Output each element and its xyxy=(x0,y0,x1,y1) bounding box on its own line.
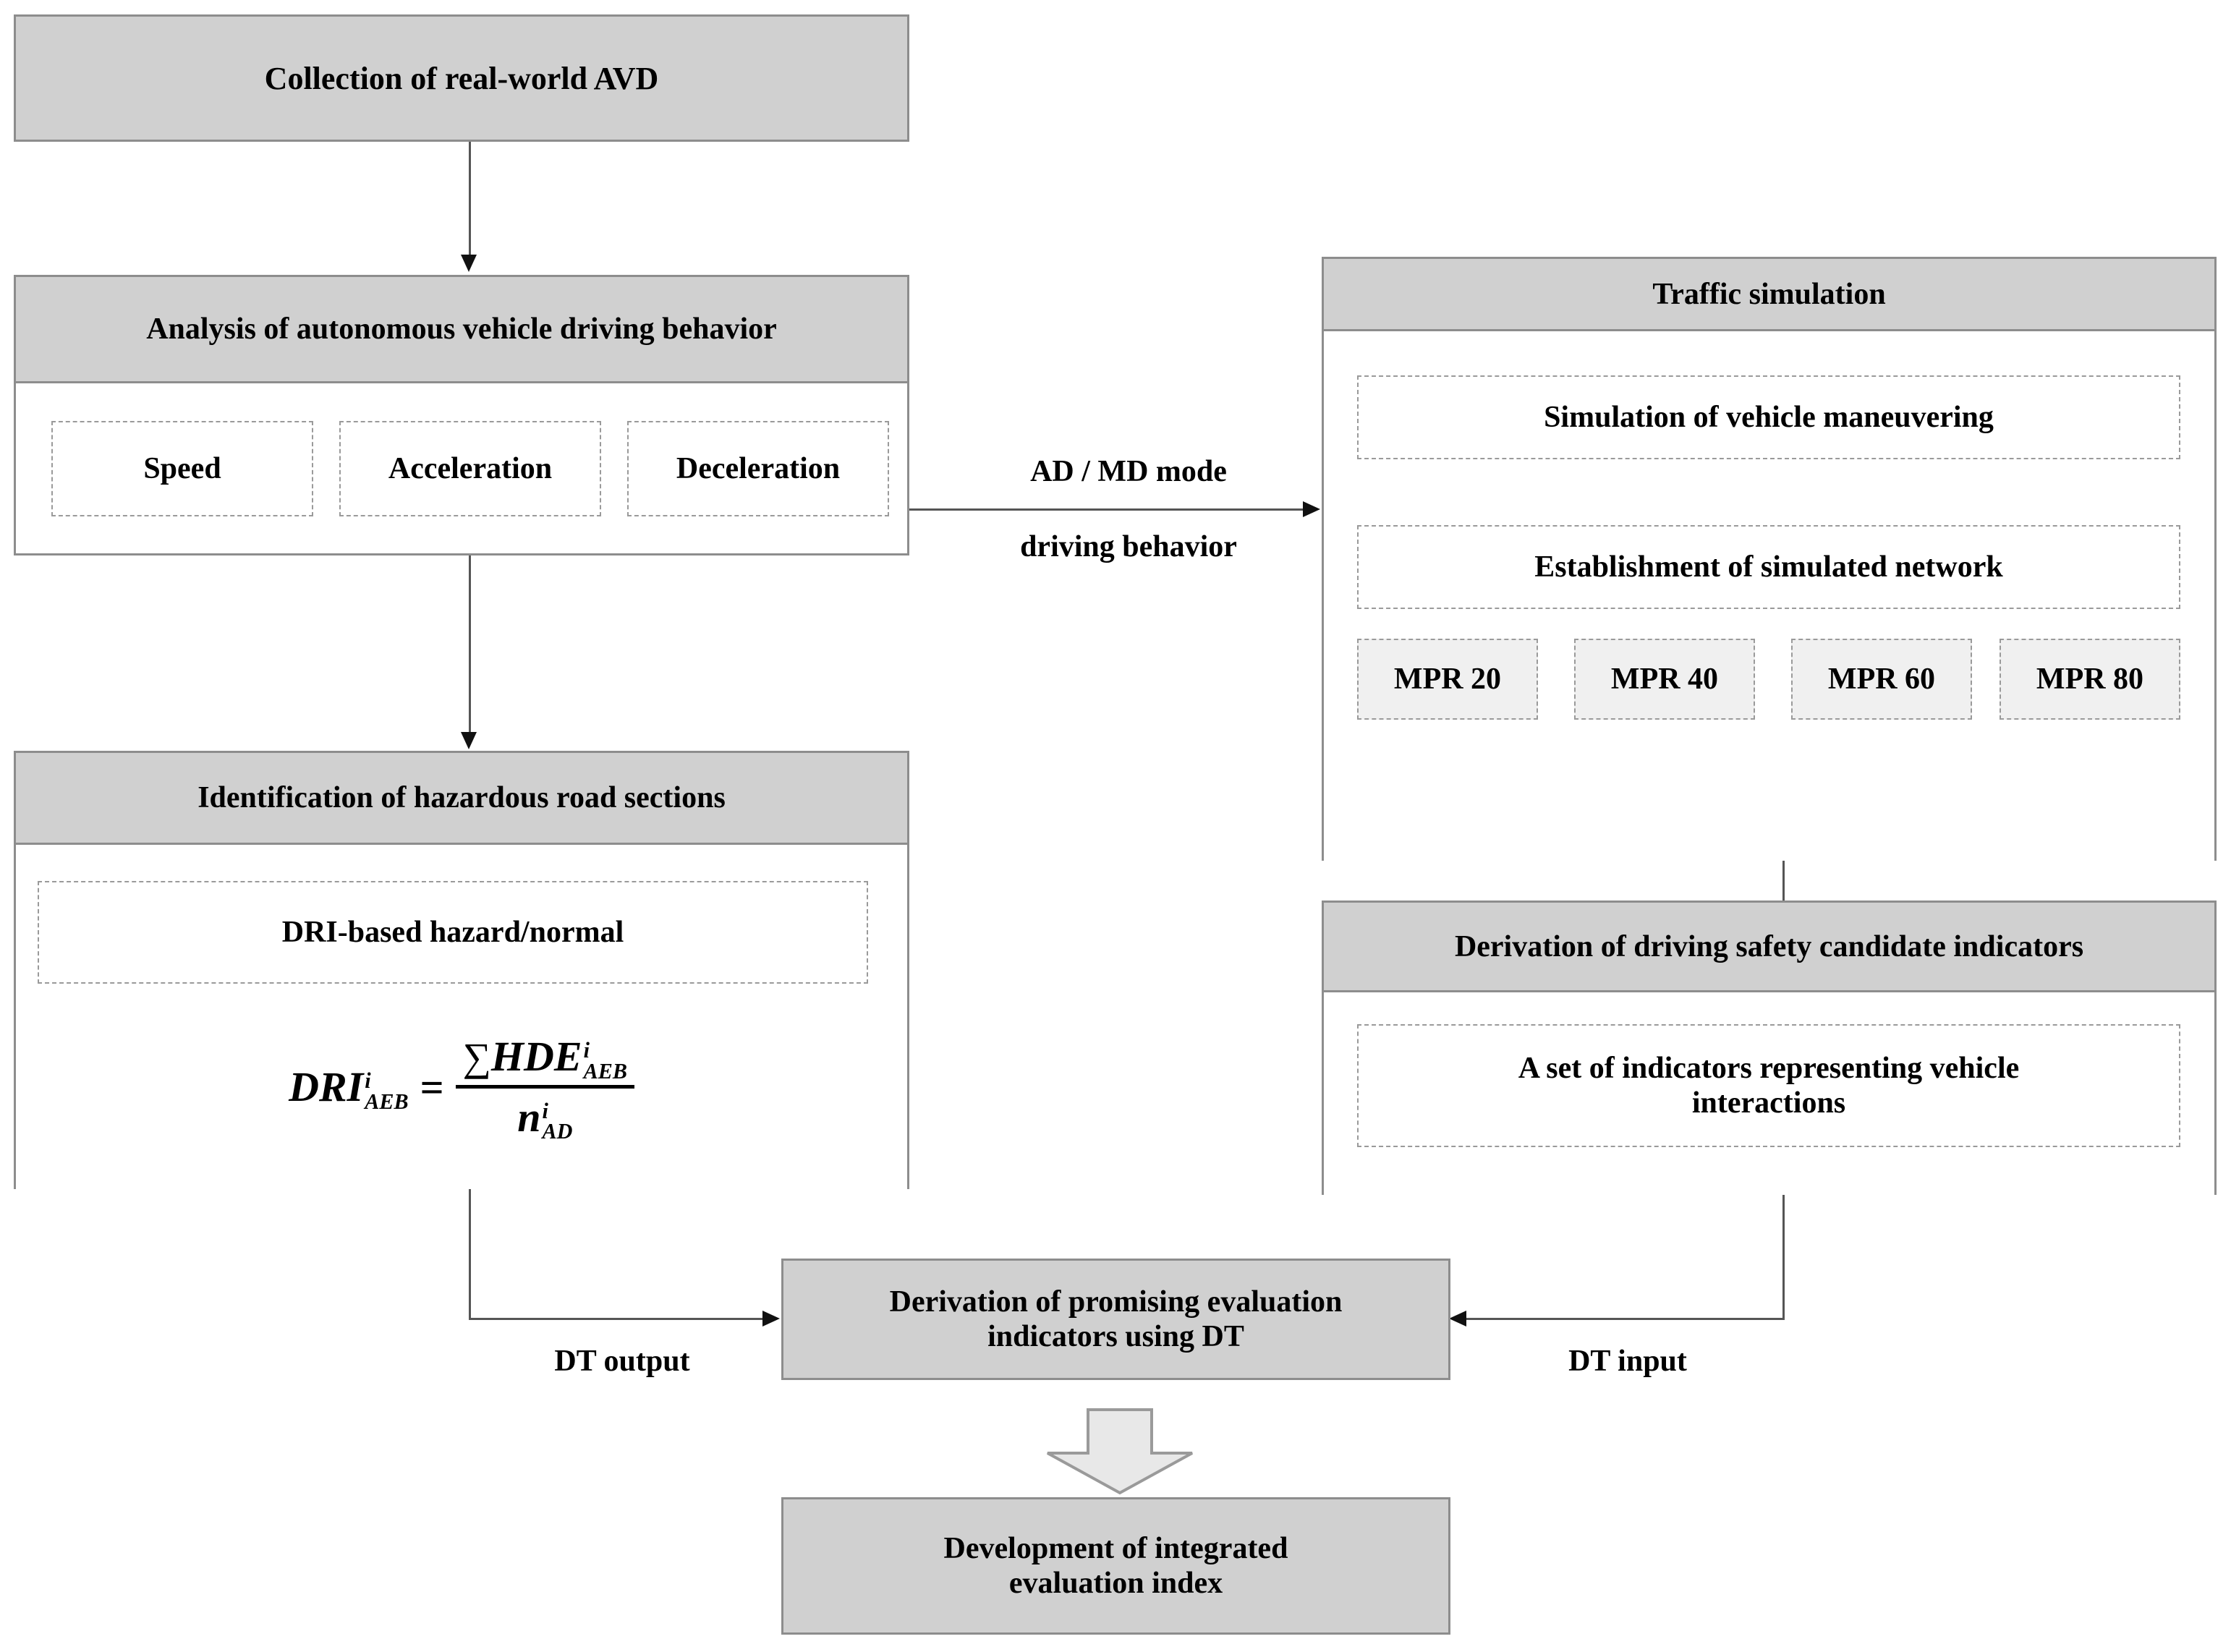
node-analysis-header: Analysis of autonomous vehicle driving b… xyxy=(16,277,907,383)
node-collection-label: Collection of real-world AVD xyxy=(264,60,659,96)
connector-traffic-to-candidate-indicators xyxy=(1782,861,1785,936)
connector-identification-down xyxy=(469,1189,471,1319)
arrowhead-analysis-to-traffic-simulation xyxy=(1303,501,1320,517)
connector-analysis-to-traffic-simulation xyxy=(909,508,1306,511)
node-identification-header: Identification of hazardous road section… xyxy=(16,753,907,845)
formula-den-base: n xyxy=(517,1093,541,1141)
formula-lhs-sub: AEB xyxy=(365,1089,409,1114)
chip-mpr-20[interactable]: MPR 20 xyxy=(1357,639,1538,720)
formula-equals: = xyxy=(420,1063,444,1111)
subbox-dri-based-hazard-normal[interactable]: DRI-based hazard/normal xyxy=(38,881,868,984)
formula-den-sub: AD xyxy=(542,1119,573,1144)
edge-label-dt-input: DT input xyxy=(1568,1345,1687,1378)
node-traffic-simulation[interactable]: Traffic simulation Simulation of vehicle… xyxy=(1322,257,2217,863)
edge-label-ad-md-mode-line2: driving behavior xyxy=(1020,530,1237,563)
block-arrow-down-icon xyxy=(1043,1408,1197,1495)
node-traffic-simulation-header: Traffic simulation xyxy=(1324,259,2214,331)
subbox-set-of-indicators[interactable]: A set of indicators representing vehicle… xyxy=(1357,1024,2180,1147)
chip-mpr-60[interactable]: MPR 60 xyxy=(1791,639,1972,720)
node-integrated-index-line2: evaluation index xyxy=(1008,1567,1223,1600)
node-identification-of-hazardous-road-sections[interactable]: Identification of hazardous road section… xyxy=(14,751,909,1191)
arrowhead-identification-to-promising xyxy=(762,1311,780,1327)
chip-mpr-40[interactable]: MPR 40 xyxy=(1574,639,1755,720)
arrowhead-analysis-to-identification xyxy=(461,732,477,749)
node-promising-line2: indicators using DT xyxy=(987,1320,1244,1353)
edge-label-ad-md-mode-line1: AD / MD mode xyxy=(1030,455,1227,488)
subbox-speed[interactable]: Speed xyxy=(51,421,313,516)
connector-identification-to-promising xyxy=(469,1318,765,1320)
chip-mpr-80[interactable]: MPR 80 xyxy=(2000,639,2180,720)
formula-lhs-base: DRI xyxy=(289,1063,364,1110)
node-traffic-simulation-body: Simulation of vehicle maneuvering Establ… xyxy=(1324,331,2214,863)
node-integrated-index-line1: Development of integrated xyxy=(943,1532,1288,1565)
subbox-set-of-indicators-line2: interactions xyxy=(1691,1086,1846,1120)
arrowhead-collection-to-analysis xyxy=(461,255,477,272)
subbox-establishment-of-simulated-network[interactable]: Establishment of simulated network xyxy=(1357,525,2180,609)
node-derivation-of-promising-evaluation-indicators[interactable]: Derivation of promising evaluation indic… xyxy=(781,1259,1450,1380)
connector-candidate-down xyxy=(1782,1195,1785,1319)
node-candidate-indicators-header: Derivation of driving safety candidate i… xyxy=(1324,903,2214,992)
formula-num-base: HDE xyxy=(490,1033,582,1081)
subbox-set-of-indicators-line1: A set of indicators representing vehicle xyxy=(1518,1052,2020,1085)
connector-collection-to-analysis xyxy=(469,142,471,257)
formula-lhs-sup: i xyxy=(365,1068,371,1093)
formula-num-sup: i xyxy=(583,1038,590,1063)
node-derivation-of-driving-safety-candidate-indicators[interactable]: Derivation of driving safety candidate i… xyxy=(1322,900,2217,1197)
subbox-simulation-of-vehicle-maneuvering[interactable]: Simulation of vehicle maneuvering xyxy=(1357,375,2180,459)
node-candidate-indicators-body: A set of indicators representing vehicle… xyxy=(1324,992,2214,1197)
arrowhead-candidate-to-promising xyxy=(1449,1311,1466,1327)
sigma-icon: ∑ xyxy=(462,1035,491,1080)
connector-candidate-to-promising xyxy=(1466,1318,1785,1320)
node-analysis-of-av-driving-behavior[interactable]: Analysis of autonomous vehicle driving b… xyxy=(14,275,909,555)
node-development-of-integrated-evaluation-index[interactable]: Development of integrated evaluation ind… xyxy=(781,1497,1450,1635)
formula-num-sub: AEB xyxy=(583,1058,627,1083)
edge-label-dt-output: DT output xyxy=(554,1345,690,1378)
subbox-acceleration[interactable]: Acceleration xyxy=(339,421,601,516)
connector-analysis-to-identification xyxy=(469,555,471,735)
node-promising-line1: Derivation of promising evaluation xyxy=(889,1285,1343,1319)
subbox-deceleration[interactable]: Deceleration xyxy=(627,421,889,516)
node-analysis-body: Speed Acceleration Deceleration xyxy=(16,383,907,553)
node-collection-of-real-world-avd[interactable]: Collection of real-world AVD xyxy=(14,14,909,142)
formula-den-sup: i xyxy=(542,1098,548,1123)
